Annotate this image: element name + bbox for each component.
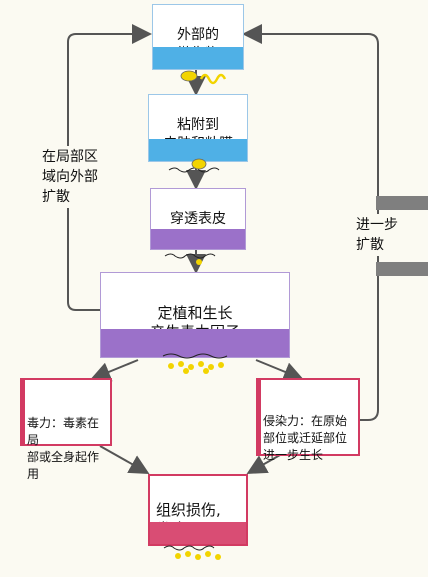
label-local-spread: 在局部区 域向外部 扩散 [42, 146, 98, 208]
node-external-microbe: 外部的 微生物 [152, 4, 244, 85]
red-band [150, 522, 246, 560]
node-tissue-damage: 组织损伤, 发病 [148, 474, 248, 560]
purple-band [151, 229, 245, 265]
right-edge-marker-top [376, 196, 428, 210]
node-colonize: 定植和生长 产生毒力因子 [100, 272, 290, 374]
blue-band [153, 47, 243, 85]
microbe-icon [180, 70, 227, 85]
purple-band [101, 329, 289, 374]
node-invasiveness-label: 侵染力：在原始 部位或迁延部位 进一步生长 [263, 414, 348, 462]
node-invasiveness: 侵染力：在原始 部位或迁延部位 进一步生长 [256, 378, 360, 462]
node-penetrate: 穿透表皮 侵入 [150, 188, 246, 265]
right-edge-marker-bottom [376, 262, 428, 276]
node-virulence: 毒力：毒素在局 部或全身起作用 [20, 378, 112, 481]
blue-band [149, 139, 247, 173]
arrow-virulence-to-damage [99, 445, 150, 474]
node-adhere: 粘附到 皮肤和粘膜 [148, 94, 248, 173]
arrow-colonize-to-invasiveness [255, 359, 304, 382]
damaged-tissue-icon [163, 545, 221, 560]
node-virulence-label: 毒力：毒素在局 部或全身起作用 [27, 416, 100, 481]
adhered-microbe-icon [168, 158, 220, 173]
arrow-colonize-to-virulence [90, 359, 139, 382]
label-further-spread: 进一步 扩散 [352, 214, 402, 256]
penetrating-microbe-icon [164, 253, 216, 265]
colony-icon [162, 353, 228, 374]
